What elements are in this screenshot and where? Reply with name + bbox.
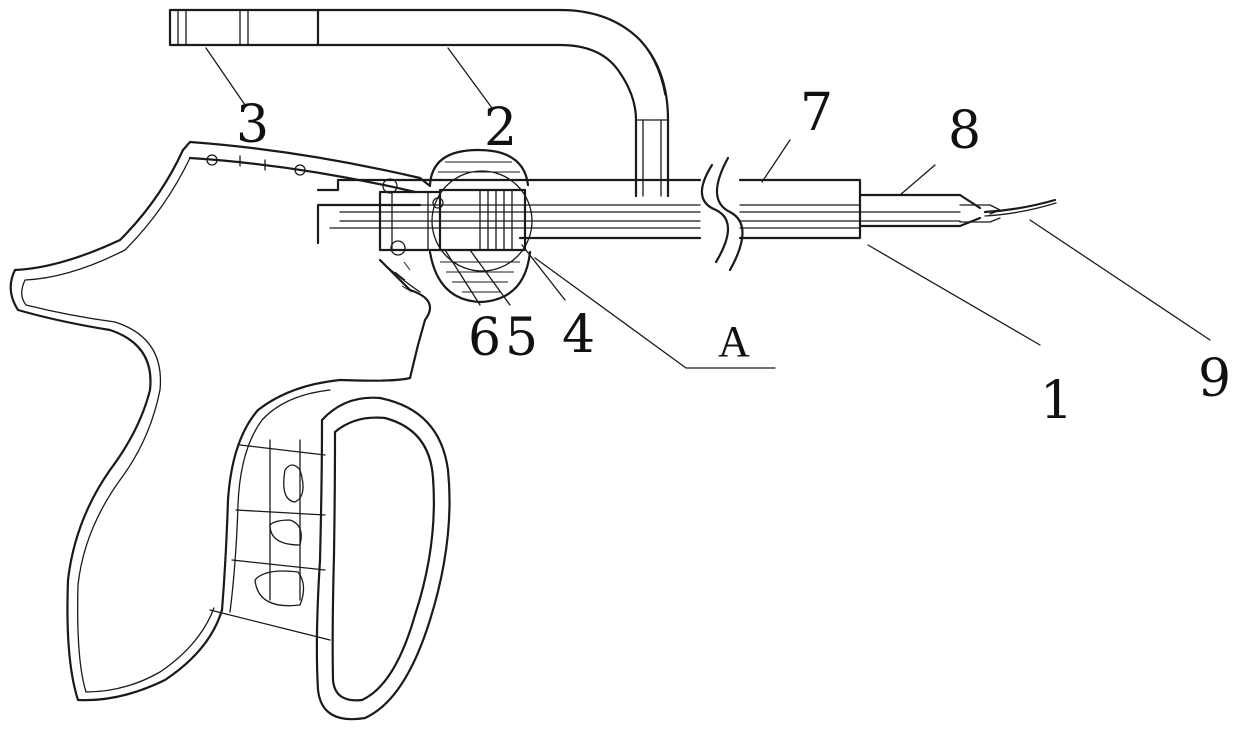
main-shaft (318, 180, 1056, 243)
label-6: 6 (468, 308, 501, 368)
lower-trigger (317, 398, 450, 719)
label-3: 3 (236, 95, 269, 155)
break-marks (702, 158, 743, 270)
label-a: A (718, 317, 750, 366)
label-1: 1 (1040, 371, 1073, 431)
label-2: 2 (484, 98, 517, 158)
label-7: 7 (800, 83, 833, 143)
leader-lines (206, 48, 1210, 368)
label-4: 4 (562, 305, 595, 365)
label-8: 8 (948, 101, 981, 161)
threaded-knob (430, 150, 532, 302)
pistol-body (11, 142, 430, 700)
label-5: 5 (505, 308, 538, 368)
label-9: 9 (1198, 349, 1231, 409)
